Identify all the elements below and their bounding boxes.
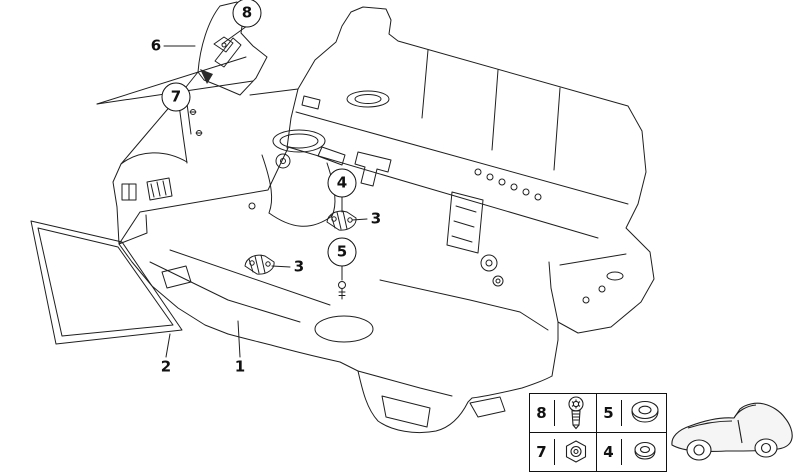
- legend-label: 8: [536, 404, 547, 422]
- legend-divider: [554, 439, 555, 465]
- legend-label: 4: [603, 443, 614, 461]
- callout-label: 3: [370, 209, 382, 228]
- callout-label: 6: [150, 36, 162, 55]
- fastener-legend: 8 5: [529, 393, 667, 472]
- legend-label: 5: [603, 404, 614, 422]
- legend-label: 7: [536, 443, 547, 461]
- leader-lines: [96, 25, 368, 358]
- callout-part-5[interactable]: 5: [327, 237, 357, 267]
- car-thumbnail: [671, 402, 793, 461]
- callout-part-7[interactable]: 7: [161, 82, 191, 112]
- floor-carpet-part-1: [118, 147, 559, 434]
- callout-part-4[interactable]: 4: [327, 168, 357, 198]
- callout-label: 3: [293, 257, 305, 276]
- callout-label: 7: [170, 87, 182, 106]
- grommet-icon: [626, 398, 664, 428]
- rear-bulkhead: [249, 6, 655, 334]
- callout-part-1[interactable]: 1: [234, 357, 246, 376]
- callout-part-3-lower[interactable]: 3: [293, 257, 305, 276]
- legend-item-part-8[interactable]: 8: [530, 394, 597, 433]
- callout-part-2[interactable]: 2: [160, 357, 172, 376]
- legend-item-part-5[interactable]: 5: [597, 394, 667, 433]
- callout-label: 1: [234, 357, 246, 376]
- callout-part-8[interactable]: 8: [232, 0, 262, 28]
- callout-label: 8: [241, 3, 253, 22]
- screw-icon: [559, 396, 593, 430]
- callout-part-6[interactable]: 6: [150, 36, 162, 55]
- legend-divider: [554, 400, 555, 426]
- mounting-strap-part-3-upper: [326, 210, 357, 231]
- legend-item-part-7[interactable]: 7: [530, 433, 597, 471]
- mounting-strap-part-3-lower: [244, 254, 275, 275]
- grommet-small-icon: [626, 438, 664, 466]
- legend-item-part-4[interactable]: 4: [597, 433, 667, 471]
- callout-part-3-upper[interactable]: 3: [370, 209, 382, 228]
- nut-icon: [559, 438, 593, 466]
- legend-divider: [621, 439, 622, 465]
- callout-label: 4: [336, 173, 348, 192]
- screw-part-5-marker: [338, 281, 346, 300]
- legend-divider: [621, 400, 622, 426]
- callout-label: 5: [336, 242, 348, 261]
- callout-label: 2: [160, 357, 172, 376]
- insulation-panel-part-2: [30, 220, 183, 345]
- quarter-trim-part-6: [197, 1, 268, 96]
